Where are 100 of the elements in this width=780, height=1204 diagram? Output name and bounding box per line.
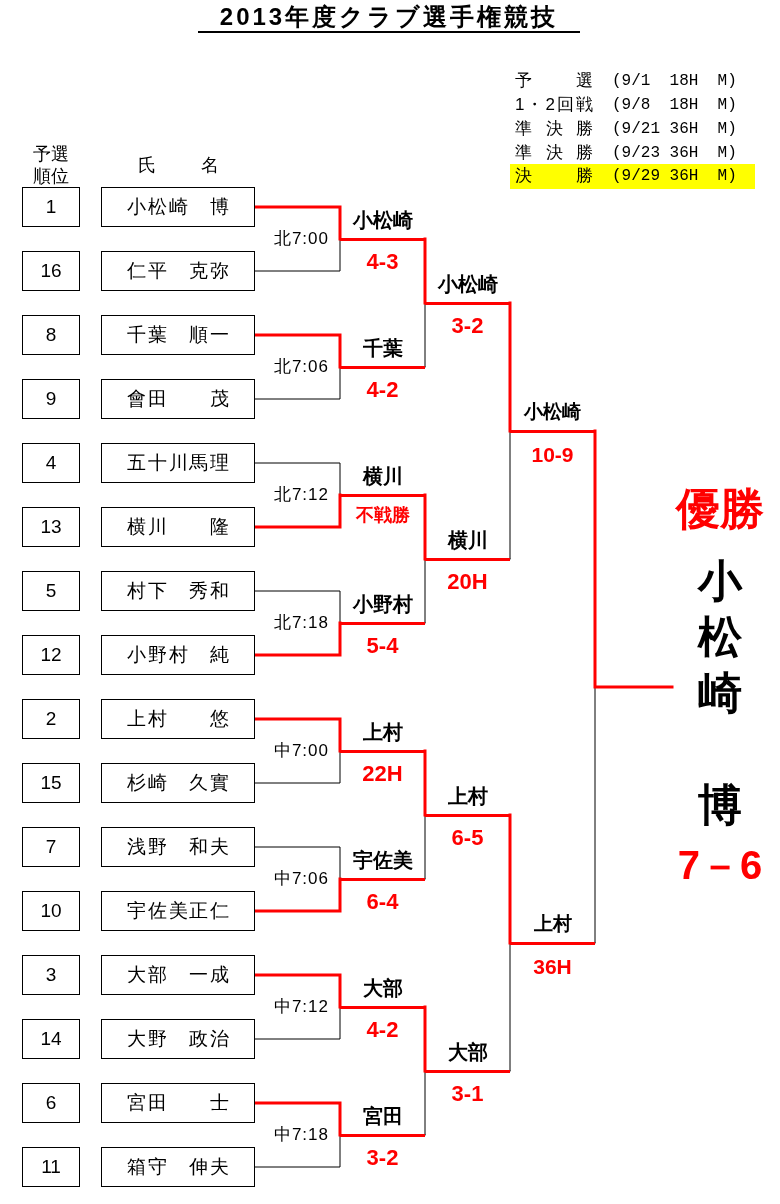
player-name: 上村 悠 (127, 707, 229, 731)
bracket-line (254, 1134, 341, 1168)
bracket-line (254, 462, 341, 496)
seed-box (22, 763, 80, 803)
winner-name: 大部 (362, 976, 403, 1001)
bracket-line (253, 493, 342, 529)
bracket-line (593, 429, 674, 689)
round-name: 準決勝 (515, 142, 593, 164)
round-schedule: (9/8 18H M) (612, 95, 737, 116)
round-schedule: (9/29 36H M) (612, 166, 737, 187)
seed-number: 1 (45, 195, 57, 219)
match-score: 5-4 (366, 633, 399, 659)
player-box (101, 891, 255, 931)
player-box (101, 379, 255, 419)
winner-name: 大部 (447, 1040, 488, 1065)
player-name: 宇佐美正仁 (127, 899, 229, 923)
player-box (101, 1083, 255, 1123)
bracket-line (253, 621, 342, 657)
highlight-bar (510, 164, 755, 189)
final-score: 7－6 (677, 843, 763, 887)
seed-box (22, 955, 80, 995)
player-box (101, 187, 255, 227)
player-name: 千葉 順一 (127, 323, 229, 347)
seed-box (22, 891, 80, 931)
seed-box (22, 315, 80, 355)
bracket-line (254, 366, 341, 400)
match-score: 3-2 (366, 1145, 399, 1171)
match-time: 中7:18 (273, 1124, 329, 1146)
player-name: 五十川馬理 (127, 451, 229, 475)
seed-box (22, 1019, 80, 1059)
seed-number: 8 (45, 323, 57, 347)
bracket-line (423, 493, 427, 561)
match-score: 4-2 (366, 377, 399, 403)
bracket-line (509, 430, 511, 560)
player-name: 杉崎 久實 (127, 771, 229, 795)
player-name: 仁平 克弥 (127, 259, 229, 283)
match-score: 不戦勝 (355, 504, 410, 527)
match-score: 36H (533, 954, 572, 980)
seed-number: 11 (41, 1155, 61, 1179)
bracket-line (424, 1070, 426, 1136)
bracket-line (253, 973, 342, 1009)
winner-name: 上村 (533, 912, 572, 936)
match-score: 6-4 (366, 889, 399, 915)
round-schedule: (9/21 36H M) (612, 119, 737, 140)
winner-name: 小松崎 (524, 400, 581, 424)
champion-heading: 優勝 (676, 485, 764, 533)
match-score: 6-5 (451, 825, 484, 851)
player-name: 大部 一成 (127, 963, 229, 987)
bracket-line (253, 333, 342, 369)
match-score: 4-2 (366, 1017, 399, 1043)
bracket-line (254, 590, 341, 624)
match-time: 中7:06 (273, 868, 329, 890)
player-box (101, 1147, 255, 1187)
bracket-line (508, 301, 512, 433)
player-box (101, 699, 255, 739)
winner-name: 上村 (447, 784, 488, 809)
bracket-line (423, 749, 427, 817)
seed-box (22, 251, 80, 291)
bracket-line (424, 814, 426, 880)
winner-name: 小松崎 (352, 208, 413, 233)
bracket-line (509, 942, 511, 1072)
player-name: 村下 秀和 (127, 579, 229, 603)
player-box (101, 763, 255, 803)
seed-number: 3 (45, 963, 57, 987)
bracket-line (423, 237, 427, 305)
player-box (101, 571, 255, 611)
match-time: 中7:12 (273, 996, 329, 1018)
player-name: 宮田 士 (127, 1091, 229, 1115)
round-name: 準決勝 (515, 118, 593, 140)
seed-box (22, 1083, 80, 1123)
player-name: 大野 政治 (127, 1027, 229, 1051)
player-name: 小野村 純 (127, 643, 229, 667)
winner-name: 宮田 (362, 1104, 403, 1129)
round-name: 予選 (515, 70, 593, 92)
match-score: 10-9 (531, 442, 574, 468)
bracket-line (253, 717, 342, 753)
winner-name: 上村 (362, 720, 403, 745)
seed-number: 5 (45, 579, 57, 603)
match-time: 北7:18 (273, 612, 329, 634)
seed-box (22, 699, 80, 739)
player-box (101, 315, 255, 355)
seed-number: 7 (45, 835, 57, 859)
player-name: 會田 茂 (127, 387, 229, 411)
bracket-line (254, 846, 341, 880)
round-schedule: (9/1 18H M) (612, 71, 737, 92)
seed-box (22, 827, 80, 867)
seed-number: 12 (40, 643, 62, 667)
seed-box (22, 379, 80, 419)
winner-name: 千葉 (362, 336, 403, 361)
bracket-line (423, 1005, 427, 1073)
champion-name: 博 (698, 779, 742, 831)
player-name: 横川 隆 (127, 515, 229, 539)
player-name: 箱守 伸夫 (127, 1155, 229, 1179)
player-name: 浅野 和夫 (127, 835, 229, 859)
bracket-line (253, 1101, 342, 1137)
seed-number: 6 (45, 1091, 57, 1115)
title: 2013年度クラブ選手権競技 (198, 3, 580, 33)
bracket-line (424, 558, 426, 624)
player-box (101, 251, 255, 291)
seed-number: 4 (45, 451, 57, 475)
